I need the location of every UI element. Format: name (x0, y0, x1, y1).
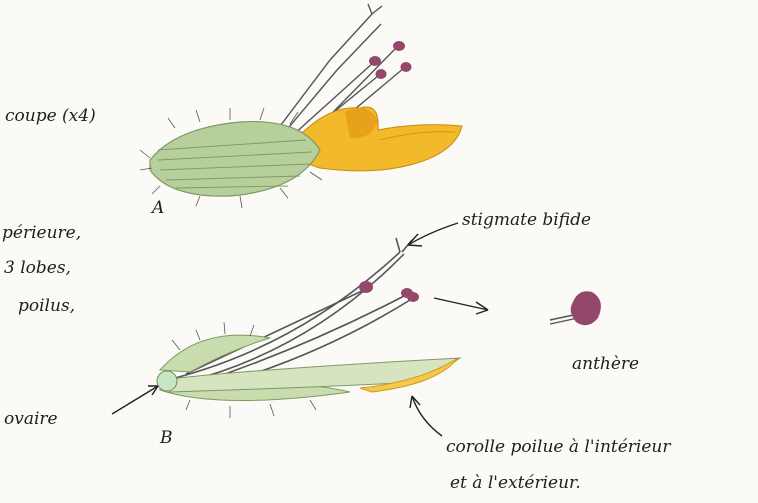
isolated-anther (550, 291, 601, 325)
figure-b (157, 238, 460, 418)
figure-a-anthers (369, 41, 412, 79)
label-corolle-2: et à l'extérieur. (450, 473, 581, 493)
label-left-line-3: poilus, (18, 296, 75, 316)
ovaire-arrow (112, 386, 158, 414)
stigmate-arrow (408, 223, 458, 245)
figure-a-corolla (298, 107, 463, 171)
figure-a (140, 4, 462, 208)
label-left-line-1: périeure, (2, 223, 81, 243)
label-ovaire: ovaire (4, 409, 58, 429)
pointer-lines (112, 223, 488, 436)
label-coupe: coupe (x4) (5, 106, 96, 126)
label-left-line-2: 3 lobes, (4, 258, 71, 278)
label-figure-a: A (150, 198, 164, 218)
label-figure-b: B (159, 428, 173, 448)
figure-a-calyx (140, 108, 322, 208)
figure-b-anthers (359, 281, 419, 302)
label-stigmate: stigmate bifide (462, 210, 591, 230)
label-anthere: anthère (572, 354, 639, 374)
label-corolle-1: corolle poilue à l'intérieur (446, 437, 671, 457)
ovary (157, 371, 177, 391)
